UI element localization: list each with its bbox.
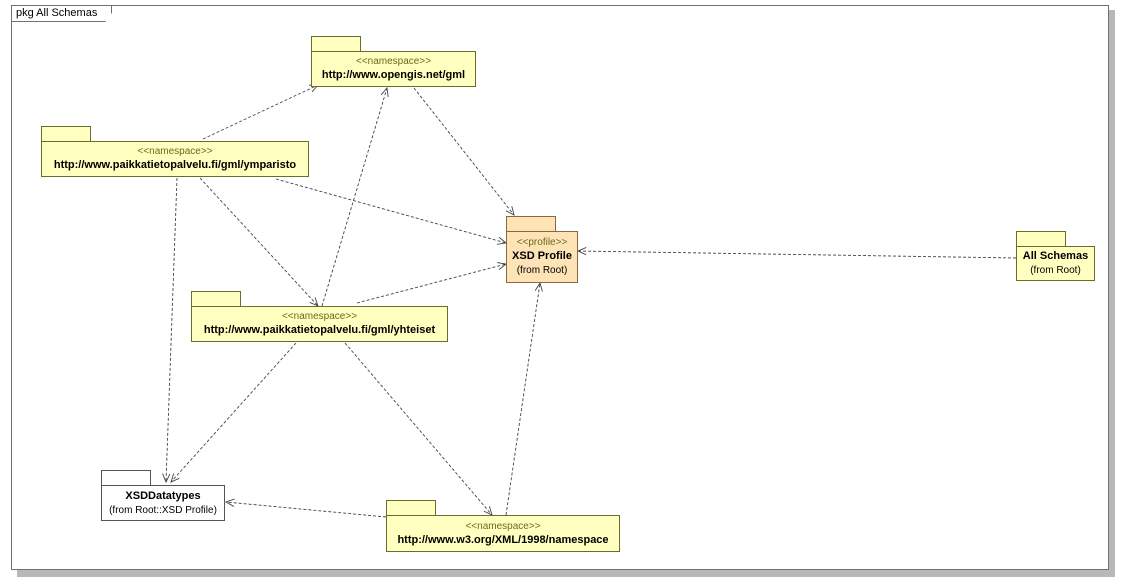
package-stereotype: <<namespace>> [281, 311, 358, 322]
package-body: <<namespace>> http://www.paikkatietopalv… [41, 141, 309, 177]
package-body: <<namespace>> http://www.w3.org/XML/1998… [386, 515, 620, 552]
package-tab [386, 500, 436, 515]
package-name: http://www.paikkatietopalvelu.fi/gml/ymp… [53, 159, 297, 171]
package-xml-namespace[interactable]: <<namespace>> http://www.w3.org/XML/1998… [386, 500, 620, 552]
package-name: http://www.w3.org/XML/1998/namespace [397, 533, 609, 546]
package-stereotype: <<namespace>> [137, 146, 213, 157]
package-tab [191, 291, 241, 306]
package-stereotype: <<namespace>> [355, 56, 432, 67]
package-body: <<profile>> XSD Profile (from Root) [506, 231, 578, 283]
package-body: <<namespace>> http://www.paikkatietopalv… [191, 306, 448, 342]
package-tab [101, 470, 151, 485]
package-name: http://www.opengis.net/gml [321, 69, 466, 81]
package-tab [41, 126, 91, 141]
package-ymparisto[interactable]: <<namespace>> http://www.paikkatietopalv… [41, 126, 309, 177]
frame-title: pkg All Schemas [12, 6, 112, 22]
package-body: <<namespace>> http://www.opengis.net/gml [311, 51, 476, 87]
package-origin: (from Root) [516, 265, 568, 276]
package-origin: (from Root) [1030, 265, 1081, 276]
package-name: XSDDatatypes [125, 489, 201, 502]
package-tab [311, 36, 361, 51]
package-stereotype: <<namespace>> [465, 520, 541, 532]
package-name: http://www.paikkatietopalvelu.fi/gml/yht… [203, 324, 436, 336]
package-xsd-profile[interactable]: <<profile>> XSD Profile (from Root) [506, 216, 578, 283]
package-body: XSDDatatypes (from Root::XSD Profile) [101, 485, 225, 521]
package-stereotype: <<profile>> [516, 237, 568, 248]
package-gml[interactable]: <<namespace>> http://www.opengis.net/gml [311, 36, 476, 87]
package-yhteiset[interactable]: <<namespace>> http://www.paikkatietopalv… [191, 291, 448, 342]
package-name: XSD Profile [512, 250, 572, 262]
package-body: All Schemas (from Root) [1016, 246, 1095, 281]
package-tab [506, 216, 556, 231]
package-name: All Schemas [1022, 250, 1089, 262]
package-xsd-datatypes[interactable]: XSDDatatypes (from Root::XSD Profile) [101, 470, 225, 521]
package-tab [1016, 231, 1066, 246]
package-origin: (from Root::XSD Profile) [109, 504, 217, 516]
package-all-schemas[interactable]: All Schemas (from Root) [1016, 231, 1095, 281]
